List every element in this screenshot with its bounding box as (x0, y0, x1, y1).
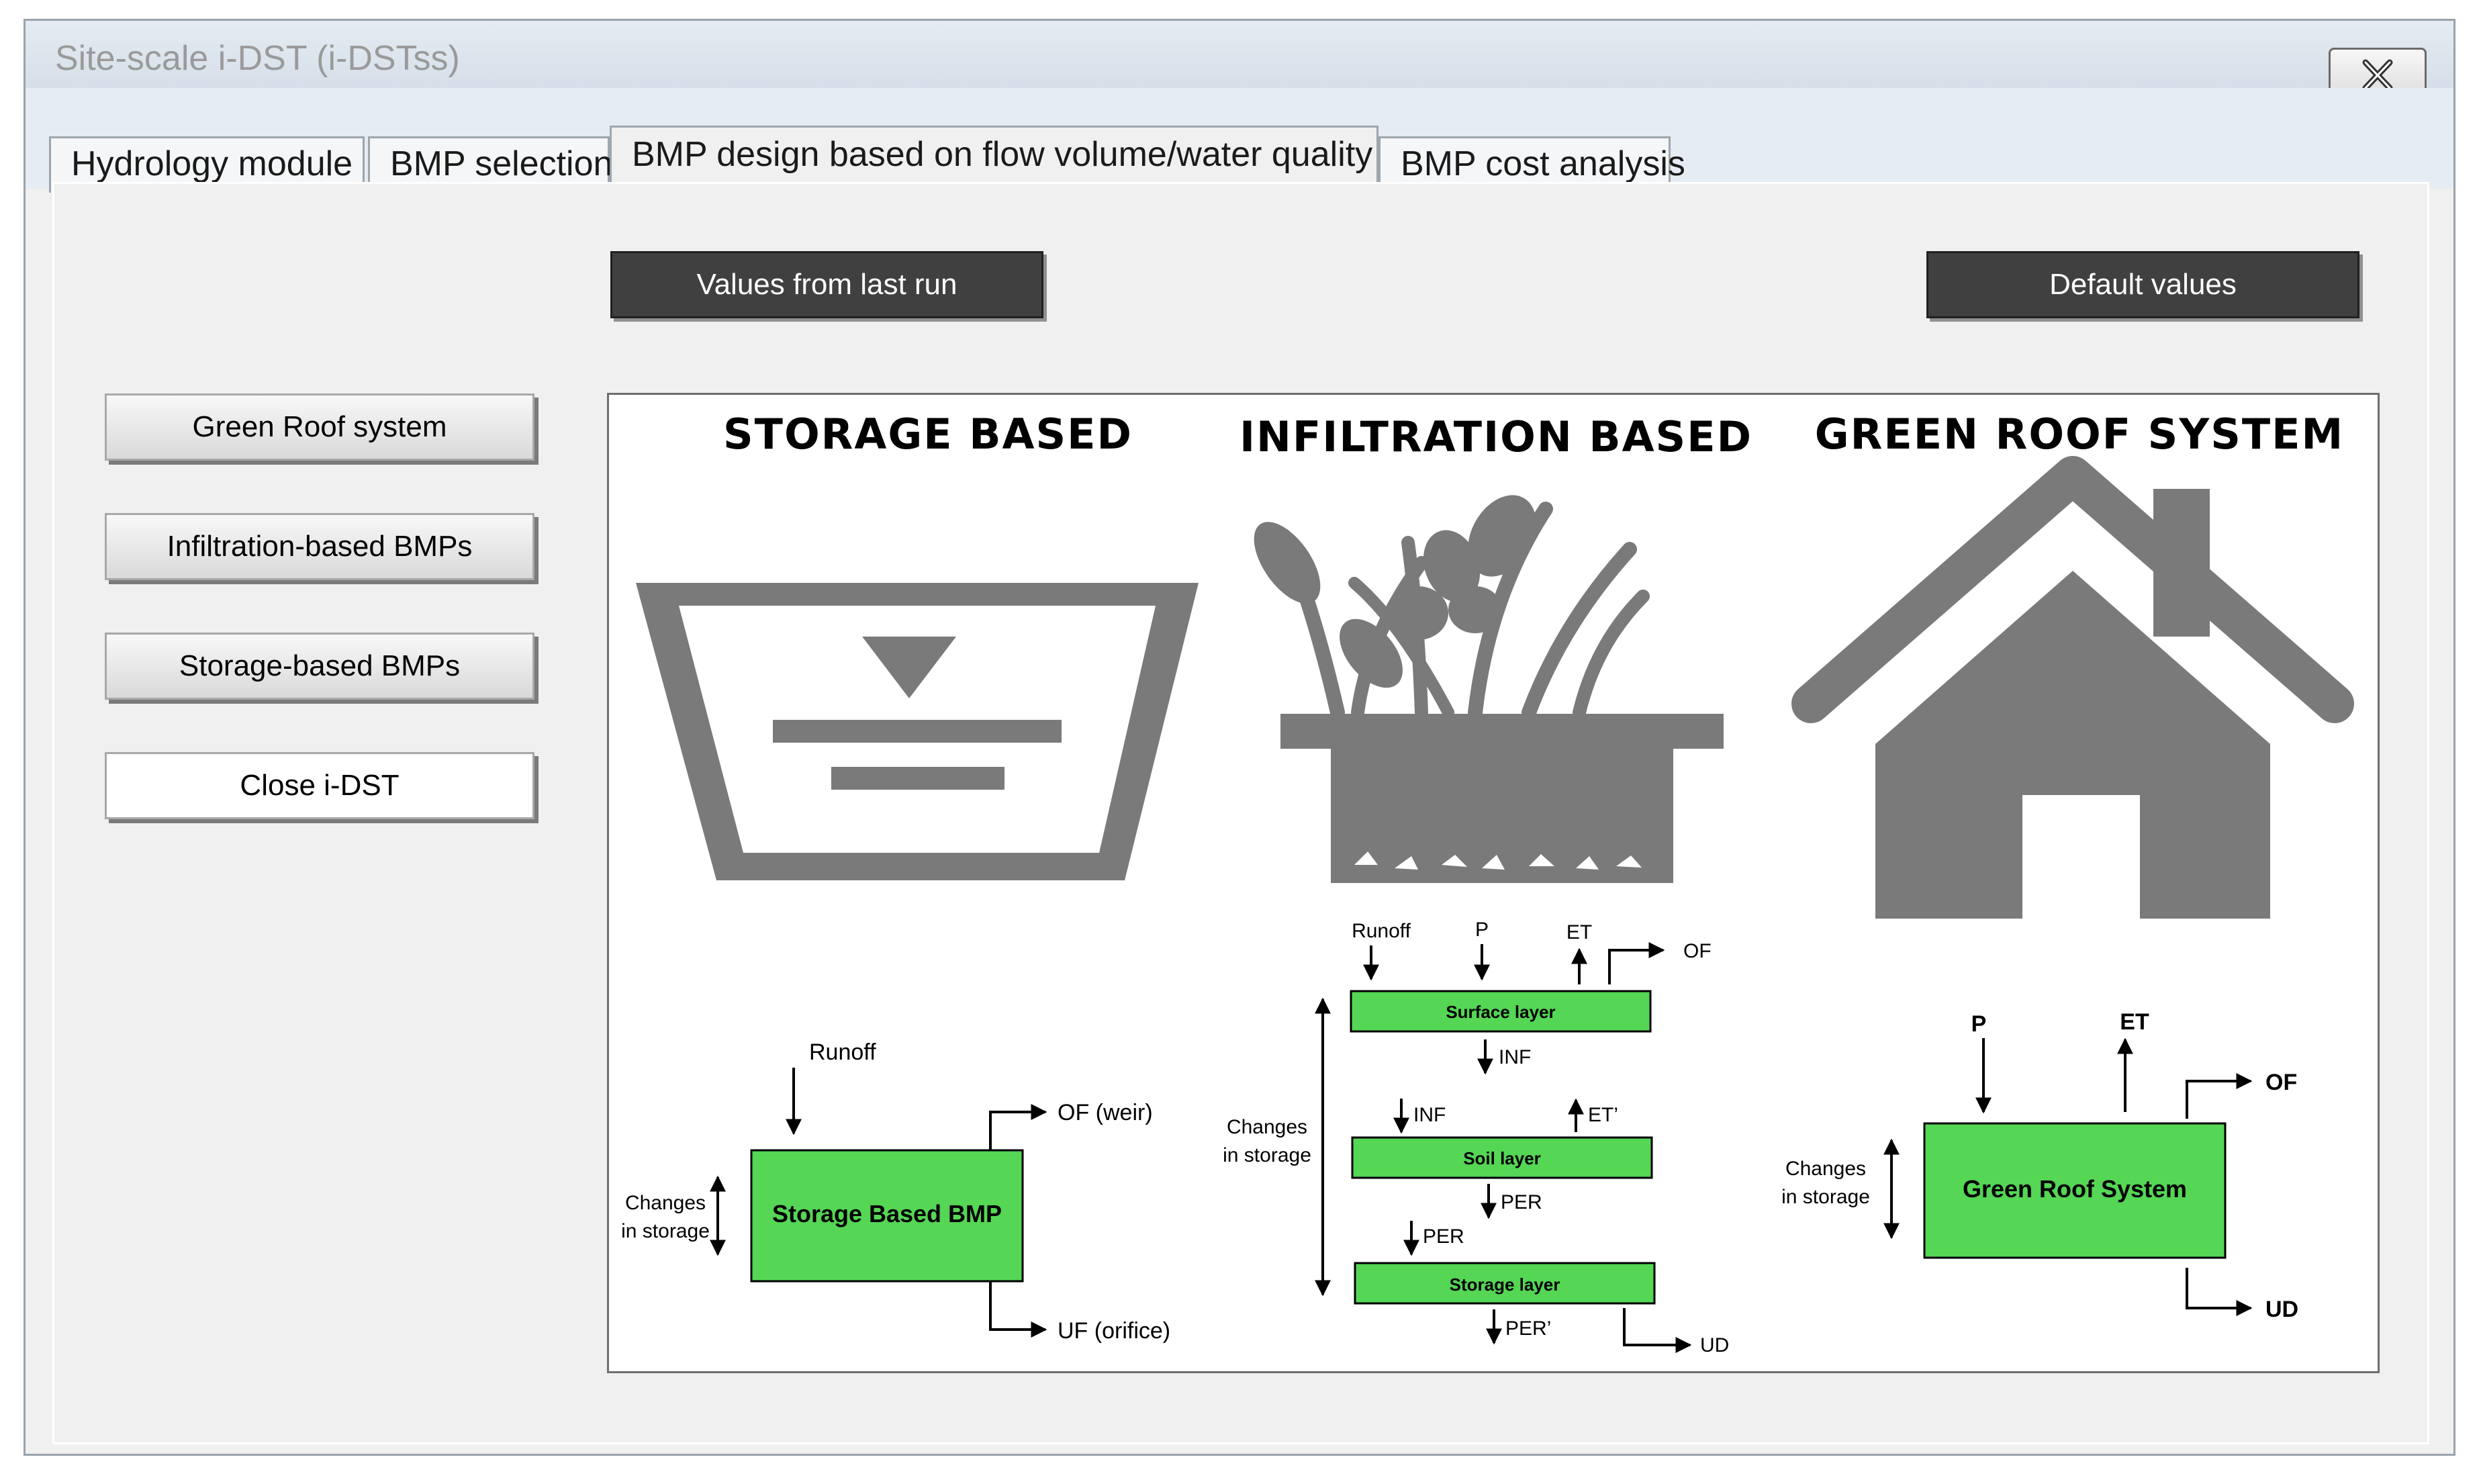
infil-p-label: P (1475, 919, 1489, 941)
infil-of-label: OF (1683, 940, 1712, 962)
green-roof-system-heading: GREEN ROOF SYSTEM (1815, 410, 2344, 459)
infil-et-label: ET (1566, 921, 1592, 943)
greenroof-et-label: ET (2120, 1009, 2149, 1035)
idst-dialog: Site-scale i-DST (i-DSTss) Hydrology mod… (24, 19, 2455, 1456)
infil-ud-label: UD (1700, 1334, 1729, 1356)
green-roof-box-label: Green Roof System (1963, 1175, 2187, 1203)
basin-icon (636, 583, 1199, 880)
close-idst-button[interactable]: Close i-DST (105, 752, 534, 819)
storage-changes-label-2: in storage (621, 1220, 710, 1242)
green-roof-box (1923, 1122, 2227, 1259)
storage-bmp-box (750, 1149, 1024, 1283)
infiltration-flow-diagram: Runoff P ET OF Surface layer INF INF ET’ (1223, 919, 1729, 1356)
storage-layer-box (1354, 1262, 1656, 1305)
soil-layer-label: Soil layer (1463, 1148, 1541, 1168)
bmp-schematic-figure: STORAGE BASED INFILTRATION BASED GREEN R… (607, 393, 2380, 1373)
storage-runoff-label: Runoff (809, 1039, 876, 1065)
storage-layer-label: Storage layer (1450, 1274, 1560, 1295)
storage-changes-label-1: Changes (625, 1192, 706, 1214)
storage-bmp-box-label: Storage Based BMP (772, 1200, 1002, 1227)
infil-changes-label-1: Changes (1227, 1116, 1307, 1138)
greenroof-changes-label-1: Changes (1785, 1158, 1866, 1180)
surface-layer-label: Surface layer (1446, 1002, 1555, 1022)
tab-bmp-selection[interactable]: BMP selection (368, 136, 612, 193)
close-icon (2362, 59, 2393, 91)
green-roof-system-button[interactable]: Green Roof system (105, 393, 534, 461)
tab-panel: Values from last run Default values Gree… (52, 182, 2429, 1444)
bmp-schematic-svg: STORAGE BASED INFILTRATION BASED GREEN R… (621, 410, 2354, 1356)
tab-strip: Hydrology module BMP selection BMP desig… (26, 88, 2453, 195)
planter-icon (1254, 495, 1724, 883)
storage-uf-label: UF (orifice) (1058, 1318, 1170, 1344)
storage-based-heading: STORAGE BASED (723, 410, 1133, 459)
values-from-last-run-button[interactable]: Values from last run (610, 251, 1043, 318)
storage-based-bmps-button[interactable]: Storage-based BMPs (105, 633, 534, 700)
soil-layer-box (1351, 1136, 1653, 1179)
infil-changes-label-2: in storage (1223, 1144, 1311, 1166)
surface-layer-box (1350, 990, 1652, 1033)
greenroof-changes-label-2: in storage (1781, 1186, 1870, 1208)
greenroof-of-label: OF (2265, 1070, 2297, 1095)
storage-of-label: OF (weir) (1058, 1100, 1153, 1125)
storage-flow-diagram: Runoff Storage Based BMP OF (weir) UF (o… (621, 1039, 1170, 1344)
infil-per-prime-label: PER’ (1505, 1317, 1551, 1340)
infil-inf-label-1: INF (1499, 1046, 1531, 1068)
greenroof-flow-diagram: P ET OF Green Roof System UD Changes in … (1781, 1009, 2298, 1322)
infil-per-label-1: PER (1501, 1191, 1542, 1213)
infil-per-label-2: PER (1423, 1225, 1464, 1248)
title-bar: Site-scale i-DST (i-DSTss) (26, 21, 2453, 103)
default-values-button[interactable]: Default values (1926, 251, 2359, 318)
greenroof-ud-label: UD (2265, 1297, 2298, 1322)
greenroof-p-label: P (1971, 1011, 1987, 1037)
infiltration-based-heading: INFILTRATION BASED (1240, 412, 1752, 461)
infil-et-prime-label: ET’ (1588, 1104, 1618, 1126)
infiltration-based-bmps-button[interactable]: Infiltration-based BMPs (105, 513, 534, 580)
window-title: Site-scale i-DST (i-DSTss) (55, 39, 460, 78)
infil-inf-label-2: INF (1413, 1104, 1446, 1126)
house-icon (1791, 456, 2354, 919)
infil-runoff-label: Runoff (1352, 920, 1411, 942)
